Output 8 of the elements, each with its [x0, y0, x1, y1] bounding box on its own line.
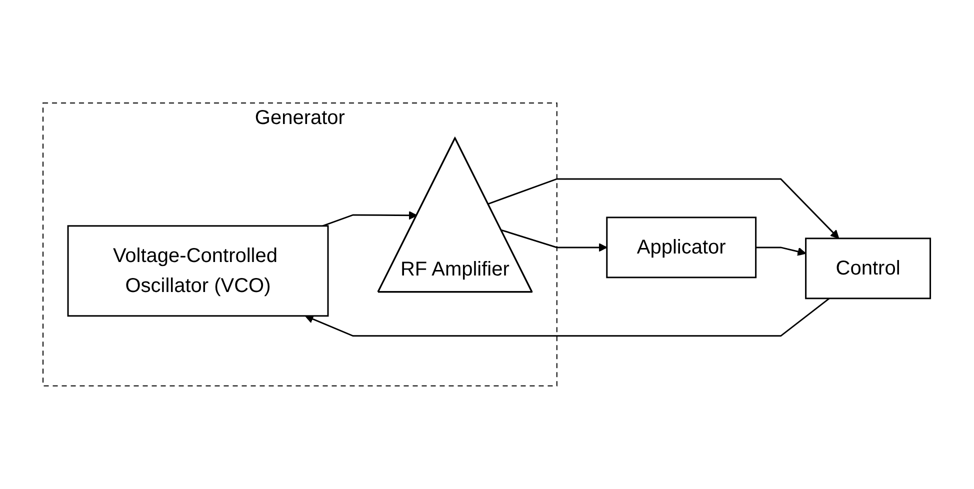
- arrow: [305, 298, 830, 337]
- node-box: Voltage-Controlled Oscillator (VCO): [68, 225, 330, 317]
- arrow: [322, 211, 418, 227]
- node-box: Control: [805, 238, 932, 300]
- arrow: [488, 178, 840, 239]
- arrow: [501, 229, 608, 252]
- node-box: Applicator: [606, 216, 757, 278]
- arrow: [756, 246, 807, 256]
